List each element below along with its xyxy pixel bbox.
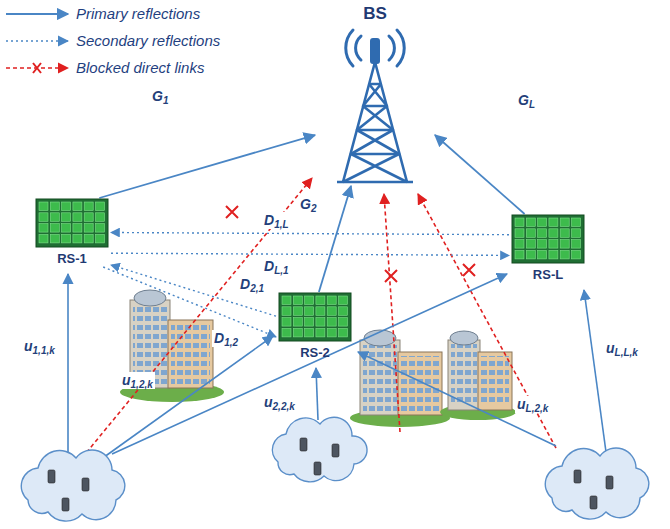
legend-text: Secondary reflections	[74, 32, 222, 49]
channel-label: uL,2,k	[515, 396, 550, 413]
link-label: uL,L,k	[604, 340, 640, 357]
secondary-reflection	[111, 233, 509, 235]
secondary-reflection	[111, 253, 509, 255]
secondary-reflection	[111, 265, 276, 316]
ris-panel	[35, 198, 109, 248]
channel-label: D1,2	[212, 330, 240, 347]
legend-samples	[6, 14, 68, 73]
station-label: BS	[315, 4, 435, 24]
link-label: uL,2,k	[515, 396, 550, 413]
edge-label: G2	[298, 196, 318, 213]
ris-node: RS-2	[276, 292, 354, 361]
primary-reflection	[319, 186, 351, 292]
phones	[48, 438, 613, 511]
ris-panel	[278, 292, 352, 342]
channel-label: D2,1	[238, 276, 266, 293]
channel-label: u1,2,k	[120, 372, 155, 389]
channel-label: GL	[516, 92, 537, 109]
channel-label: G2	[298, 196, 318, 213]
base-station-tower	[315, 24, 435, 186]
ris-node: RS-1	[33, 198, 111, 267]
ris-panel	[511, 214, 585, 264]
edge-label: DL,1	[262, 258, 291, 275]
edge-label: GL	[516, 92, 537, 109]
primary-reflection	[99, 135, 315, 198]
channel-label: G1	[150, 88, 170, 105]
surface-label: RS-2	[276, 345, 354, 361]
channel-label: u2,2,k	[262, 394, 297, 411]
channel-label: D1,L	[262, 212, 291, 229]
surface-label: RS-1	[33, 251, 111, 267]
user-clouds	[21, 417, 649, 521]
channel-label: u1,1,k	[22, 338, 57, 355]
edge-label: G1	[150, 88, 170, 105]
blocked-links	[82, 178, 556, 458]
primary-reflection	[435, 135, 525, 214]
link-label: u2,2,k	[262, 394, 297, 411]
link-label: u1,2,k	[120, 372, 155, 389]
legend-entry: Blocked direct links	[74, 59, 206, 76]
legend-text: Primary reflections	[74, 5, 202, 22]
edge-label: D1,2	[212, 330, 240, 347]
legend-entry: Secondary reflections	[74, 32, 222, 49]
edge-label: D2,1	[238, 276, 266, 293]
legend-text: Blocked direct links	[74, 59, 206, 76]
ris-node: RS-L	[509, 214, 587, 283]
link-label: u1,1,k	[22, 338, 57, 355]
surface-label: RS-L	[509, 267, 587, 283]
channel-label: uL,L,k	[604, 340, 640, 357]
base-station: BS	[315, 4, 435, 186]
buildings	[120, 290, 516, 427]
edge-label: D1,L	[262, 212, 291, 229]
secondary-reflection	[103, 267, 276, 337]
legend-entry: Primary reflections	[74, 5, 202, 22]
channel-label: DL,1	[262, 258, 291, 275]
